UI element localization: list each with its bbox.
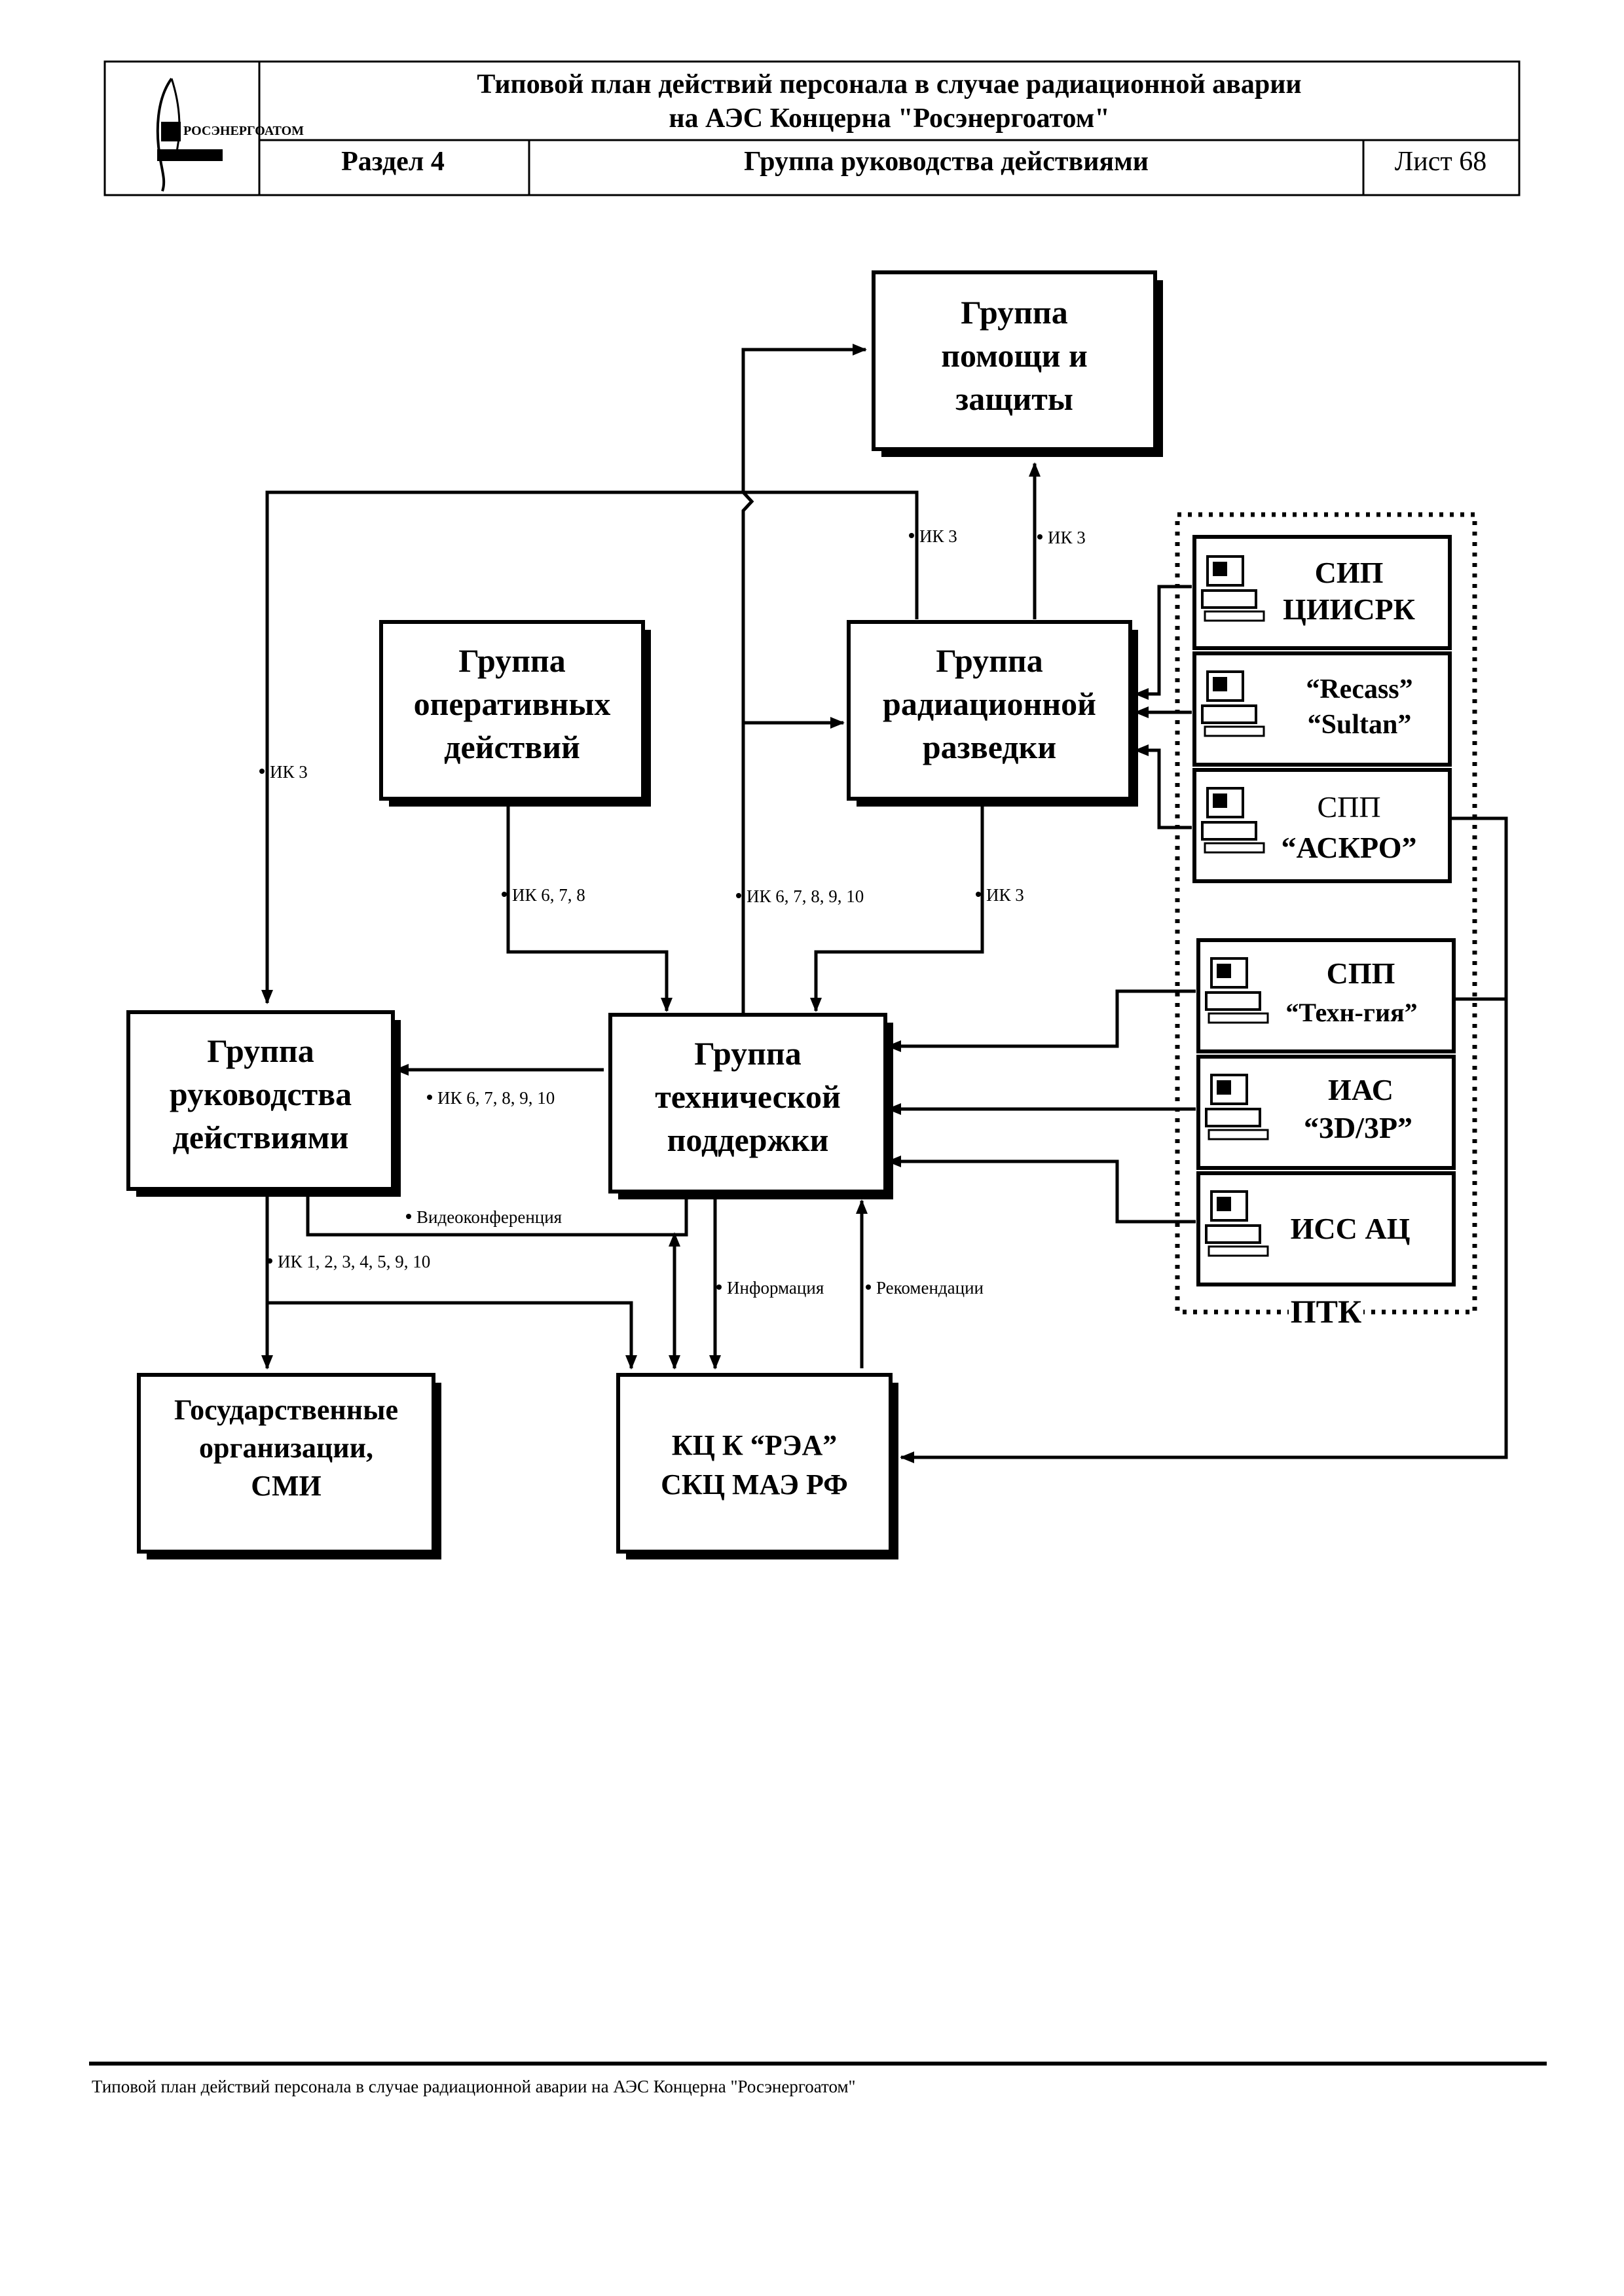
system-iss-line1: ИСС АЦ	[1291, 1212, 1411, 1245]
group-government-line3: СМИ	[251, 1470, 322, 1502]
crisis-center-box: КЦ К “РЭА” СКЦ МАЭ РФ	[616, 1373, 898, 1559]
group-operative-line1: Группа	[458, 642, 565, 679]
logo-text: РОСЭНЕРГОАТОМ	[183, 124, 304, 138]
bullet-dot	[267, 1258, 272, 1264]
group-government-line2: организации,	[199, 1432, 373, 1464]
system-askro-line1: СПП	[1317, 790, 1380, 824]
label-ik3-help-a: ИК 3	[919, 526, 957, 546]
label-ik3-help-b: ИК 3	[1048, 528, 1086, 547]
computer-icon	[1201, 555, 1265, 622]
connector-labels: ИК 3 ИК 3 ИК 3 ИК 6, 7, 8 ИК 6, 7, 8, 9,…	[259, 526, 1086, 1298]
system-recass-line1: “Recass”	[1306, 674, 1412, 704]
company-logo: РОСЭНЕРГОАТОМ	[156, 77, 304, 192]
bullet-dot	[909, 533, 914, 538]
group-technical-box: Группа технической поддержки	[608, 1013, 893, 1199]
system-askro-line2: “АСКРО”	[1281, 831, 1416, 864]
document-title-line2: на АЭС Концерна "Росэнергоатом"	[669, 103, 1109, 134]
computer-icon	[1205, 957, 1269, 1024]
group-help-box: Группа помощи и защиты	[872, 270, 1163, 457]
ptk-label: ПТК	[1291, 1293, 1362, 1330]
system-ciisrk: СИП ЦИИСРК	[1192, 535, 1452, 650]
label-ik3-rad: ИК 3	[986, 885, 1024, 905]
system-recass: “Recass” “Sultan”	[1192, 651, 1452, 767]
sheet-number: Лист 68	[1395, 147, 1486, 177]
system-askro: СПП “АСКРО”	[1192, 768, 1452, 883]
group-operative-line2: оперативных	[414, 685, 611, 722]
bullet-dot	[716, 1285, 722, 1290]
computer-icon	[1205, 1074, 1269, 1140]
system-recass-line2: “Sultan”	[1308, 710, 1412, 740]
computer-icon	[1201, 787, 1265, 854]
bullet-dot	[736, 893, 741, 898]
group-radiation-line2: радиационной	[883, 685, 1096, 722]
label-ik678910-center: ИК 6, 7, 8, 9, 10	[747, 886, 864, 906]
group-government-box: Государственные организации, СМИ	[137, 1373, 441, 1559]
group-management-box: Группа руководства действиями	[126, 1010, 401, 1197]
group-operative-box: Группа оперативных действий	[379, 620, 651, 807]
bullet-dot	[976, 892, 981, 897]
section-subtitle: Группа руководства действиями	[744, 147, 1149, 177]
group-government-line1: Государственные	[174, 1394, 398, 1426]
bullet-dot	[406, 1214, 411, 1219]
header-block: РОСЭНЕРГОАТОМ Типовой план действий перс…	[103, 60, 1521, 196]
group-help-line3: защиты	[955, 380, 1073, 417]
label-info: Информация	[727, 1278, 824, 1298]
crisis-center-line1: КЦ К “РЭА”	[672, 1429, 838, 1461]
group-radiation-box: Группа радиационной разведки	[847, 620, 1138, 807]
group-operative-line3: действий	[444, 729, 580, 765]
group-management-line1: Группа	[207, 1032, 314, 1069]
label-ik3-left: ИК 3	[270, 762, 308, 782]
system-ias-line1: ИАС	[1328, 1073, 1393, 1106]
group-radiation-line1: Группа	[936, 642, 1043, 679]
system-ciisrk-line2: ЦИИСРК	[1283, 592, 1415, 626]
label-recommend: Рекомендации	[876, 1278, 984, 1298]
footer-text: Типовой план действий персонала в случае…	[92, 2077, 856, 2096]
section-label: Раздел 4	[341, 147, 445, 177]
bullet-dot	[259, 769, 265, 774]
crisis-center-line2: СКЦ МАЭ РФ	[661, 1468, 848, 1501]
ptk-container: ПТК	[1175, 512, 1477, 1330]
system-ias: ИАС “3D/3P”	[1196, 1055, 1456, 1170]
group-technical-line3: поддержки	[667, 1121, 829, 1158]
system-ias-line2: “3D/3P”	[1304, 1111, 1412, 1144]
computer-icon	[1205, 1190, 1269, 1257]
group-help-line1: Группа	[961, 294, 1067, 331]
label-video: Видеоконференция	[416, 1207, 562, 1227]
label-ik678: ИК 6, 7, 8	[512, 885, 585, 905]
group-radiation-line3: разведки	[923, 729, 1056, 765]
system-tech-line2: “Техн-гия”	[1285, 998, 1417, 1027]
bullet-dot	[866, 1285, 871, 1290]
system-tech: СПП “Техн-гия”	[1196, 938, 1456, 1053]
bullet-dot	[502, 892, 507, 897]
label-ik-gov: ИК 1, 2, 3, 4, 5, 9, 10	[278, 1252, 430, 1271]
document-title-line1: Типовой план действий персонала в случае…	[477, 69, 1301, 100]
system-iss: ИСС АЦ	[1196, 1171, 1456, 1286]
group-help-line2: помощи и	[941, 337, 1088, 374]
label-ik678910-mgmt: ИК 6, 7, 8, 9, 10	[437, 1088, 555, 1108]
group-management-line3: действиями	[173, 1119, 349, 1156]
group-technical-line1: Группа	[694, 1035, 801, 1072]
group-management-line2: руководства	[170, 1076, 352, 1112]
system-ciisrk-line1: СИП	[1315, 556, 1384, 589]
bullet-dot	[427, 1095, 432, 1100]
group-technical-line2: технической	[655, 1078, 841, 1115]
footer: Типовой план действий персонала в случае…	[89, 2062, 1547, 2096]
system-tech-line1: СПП	[1327, 957, 1395, 990]
computer-icon	[1201, 670, 1265, 737]
bullet-dot	[1037, 534, 1043, 539]
